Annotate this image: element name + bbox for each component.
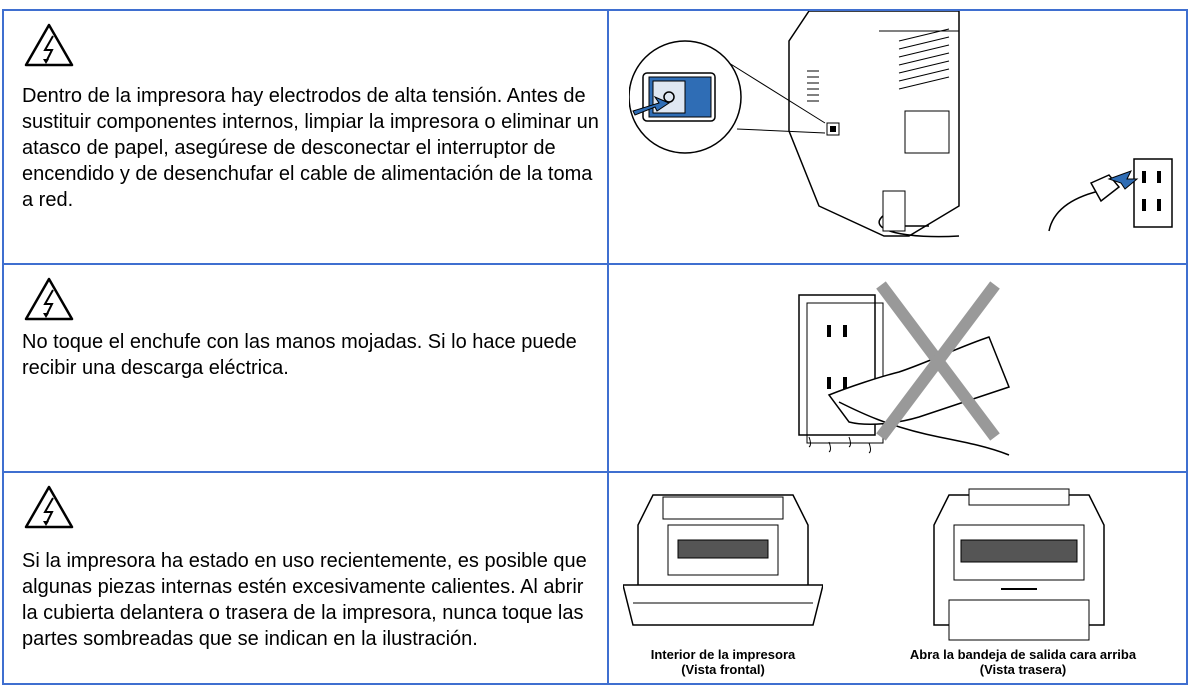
warning-row-wet-hands: No toque el enchufe con las manos mojada… — [4, 263, 1186, 471]
high-voltage-warning-icon — [24, 485, 74, 529]
caption-line: (Vista frontal) — [681, 662, 765, 677]
high-voltage-warning-icon — [24, 23, 74, 67]
caption-line: Abra la bandeja de salida cara arriba — [909, 647, 1137, 662]
safety-table: Dentro de la impresora hay electrodos de… — [2, 9, 1188, 685]
caption-front-view: Interior de la impresora (Vista frontal) — [623, 647, 823, 677]
high-voltage-warning-icon — [24, 277, 74, 321]
warning-text: Dentro de la impresora hay electrodos de… — [22, 85, 599, 211]
power-switch-and-unplug-illustration — [629, 11, 1173, 238]
caption-line: Interior de la impresora — [650, 647, 796, 662]
column-divider — [607, 11, 609, 263]
illustration-cell — [609, 11, 1186, 263]
printer-front-view-illustration — [623, 494, 823, 626]
printer-rear-view-illustration — [933, 488, 1105, 641]
warning-row-hot-parts: Si la impresora ha estado en uso recient… — [4, 471, 1186, 685]
warning-text: Si la impresora ha estado en uso recient… — [22, 550, 587, 650]
text-cell: No toque el enchufe con las manos mojada… — [4, 265, 607, 471]
text-cell: Si la impresora ha estado en uso recient… — [4, 473, 607, 685]
warning-text: No toque el enchufe con las manos mojada… — [22, 331, 577, 379]
illustration-cell: Interior de la impresora (Vista frontal)… — [609, 473, 1186, 685]
text-cell: Dentro de la impresora hay electrodos de… — [4, 11, 607, 263]
column-divider — [607, 265, 609, 471]
caption-rear-view: Abra la bandeja de salida cara arriba (V… — [873, 647, 1173, 677]
caption-line: (Vista trasera) — [979, 662, 1067, 677]
warning-row-electrodes: Dentro de la impresora hay electrodos de… — [4, 11, 1186, 263]
illustration-cell — [609, 265, 1186, 471]
column-divider — [607, 473, 609, 685]
wet-hands-plug-crossed-illustration — [798, 281, 1010, 456]
